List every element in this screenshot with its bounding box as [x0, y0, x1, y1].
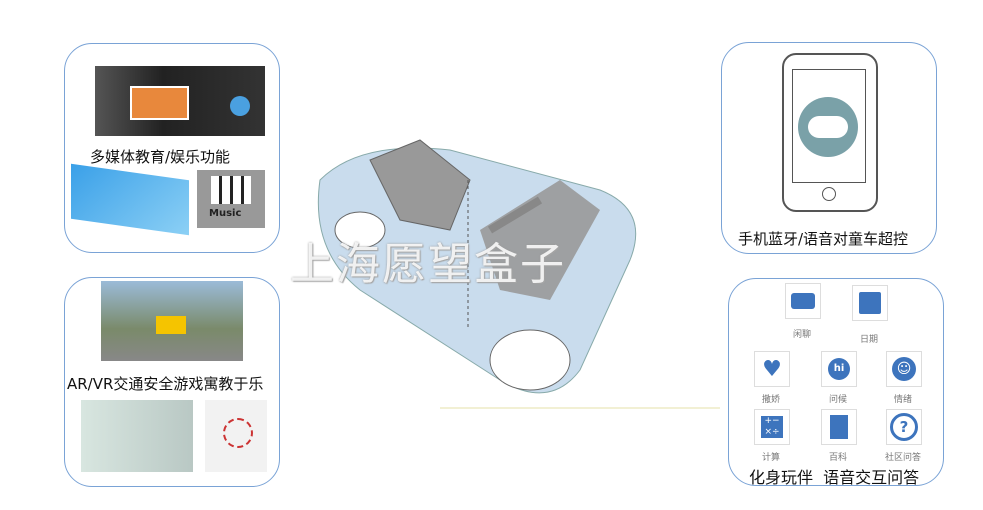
item-label: 百科 [828, 453, 847, 463]
phone-control-panel: 手机蓝牙/语音对童车超控 [721, 42, 937, 254]
multimedia-label: 多媒体教育/娱乐功能 [90, 148, 231, 166]
item-label: 问候 [828, 395, 847, 405]
phone-image [782, 53, 878, 212]
question-icon[interactable]: ? [886, 409, 922, 445]
car-dashboard-image [95, 66, 265, 136]
cartoon-screen-image [71, 163, 189, 236]
item-label: 计算 [761, 453, 780, 463]
item-label: 闲聊 [792, 330, 811, 340]
phone-control-label: 手机蓝牙/语音对童车超控 [738, 230, 909, 248]
calculator-icon[interactable]: +−×÷ [754, 409, 790, 445]
heart-icon[interactable]: ♥ [754, 351, 790, 387]
item-label: 社区问答 [884, 453, 921, 463]
ar-street-image [101, 281, 243, 361]
item-label: 撒娇 [761, 395, 780, 405]
multimedia-panel: 多媒体教育/娱乐功能 Music [64, 43, 280, 253]
arvr-panel: AR/VR交通安全游戏寓教于乐 [64, 277, 280, 487]
calendar-icon[interactable] [852, 285, 888, 321]
voice-interaction-label: 化身玩伴 语音交互问答 [749, 468, 920, 487]
item-label: 日期 [859, 335, 878, 345]
arvr-label: AR/VR交通安全游戏寓教于乐 [67, 375, 264, 393]
hi-icon[interactable]: hi [821, 351, 857, 387]
item-label: 情绪 [893, 395, 912, 405]
music-logo-text: Music [209, 208, 242, 219]
vr-family-image [81, 400, 193, 472]
toy-car-illustration [317, 139, 720, 409]
traffic-signs-image [205, 400, 267, 472]
smile-icon[interactable]: ☺ [886, 351, 922, 387]
book-icon[interactable] [821, 409, 857, 445]
cloud-gamepad-icon [798, 97, 858, 157]
chat-icon[interactable] [785, 283, 821, 319]
music-logo-image: Music [197, 170, 265, 228]
voice-interaction-panel: 闲聊 日期 ♥ 撒娇 hi 问候 ☺ 情绪 +−×÷ 计算 百科 ? 社区问答 … [728, 278, 944, 487]
watermark: 上海愿望盒子 [290, 239, 566, 290]
